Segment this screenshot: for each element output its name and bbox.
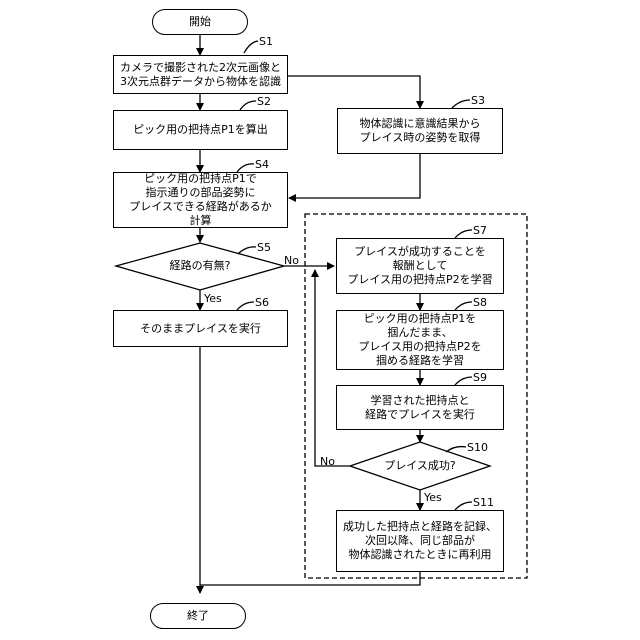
s1-tag-leader xyxy=(244,41,258,53)
s2-tag: S2 xyxy=(257,95,271,108)
s10-no-label: No xyxy=(320,455,335,468)
s2-box: ピック用の把持点P1を算出 xyxy=(113,110,288,150)
s9-tag: S9 xyxy=(473,371,487,384)
s7-tag: S7 xyxy=(473,224,487,237)
s11-box: 成功した把持点と経路を記録、 次回以降、同じ部品が 物体認識されたときに再利用 xyxy=(336,510,504,572)
s6-tag: S6 xyxy=(255,296,269,309)
s5-tag: S5 xyxy=(257,241,271,254)
s5-yes-label: Yes xyxy=(204,292,222,305)
s4-tag: S4 xyxy=(255,158,269,171)
arrow-s3-s4 xyxy=(289,154,420,198)
s1-box: カメラで撮影された2次元画像と 3次元点群データから物体を認識 xyxy=(113,55,288,94)
s4-tag-leader xyxy=(237,164,254,172)
s7-tag-leader xyxy=(455,230,472,238)
s5-tag-leader xyxy=(238,247,256,254)
s3-tag-leader xyxy=(452,100,470,108)
s10-tag-leader xyxy=(446,447,466,452)
s10-decision-text: プレイス成功? xyxy=(360,459,480,473)
s5-no-label: No xyxy=(284,254,299,267)
s8-tag: S8 xyxy=(473,296,487,309)
s2-tag-leader xyxy=(240,101,256,110)
s9-box: 学習された把持点と 経路でプレイスを実行 xyxy=(336,385,504,430)
s5-decision-text: 経路の有無? xyxy=(140,259,260,273)
s4-box: ピック用の把持点P1で 指示通りの部品姿勢に プレイスできる経路があるか 計算 xyxy=(113,172,288,228)
s6-tag-leader xyxy=(237,302,254,310)
s11-tag-leader xyxy=(455,502,472,510)
s3-box: 物体認識に意識結果から プレイス時の姿勢を取得 xyxy=(337,108,503,154)
s7-box: プレイスが成功することを 報酬として プレイス用の把持点P2を学習 xyxy=(336,238,504,294)
s10-yes-label: Yes xyxy=(424,491,442,504)
s6-box: そのままプレイスを実行 xyxy=(113,310,288,347)
s1-tag: S1 xyxy=(259,35,273,48)
s3-tag: S3 xyxy=(471,94,485,107)
start-terminal: 開始 xyxy=(152,9,248,35)
s8-tag-leader xyxy=(455,302,472,310)
s11-tag: S11 xyxy=(473,496,494,509)
s9-tag-leader xyxy=(455,377,472,385)
s10-tag: S10 xyxy=(467,441,488,454)
s8-box: ピック用の把持点P1を 掴んだまま、 プレイス用の把持点P2を 掴める経路を学習 xyxy=(336,310,504,370)
end-terminal: 終了 xyxy=(150,603,246,629)
